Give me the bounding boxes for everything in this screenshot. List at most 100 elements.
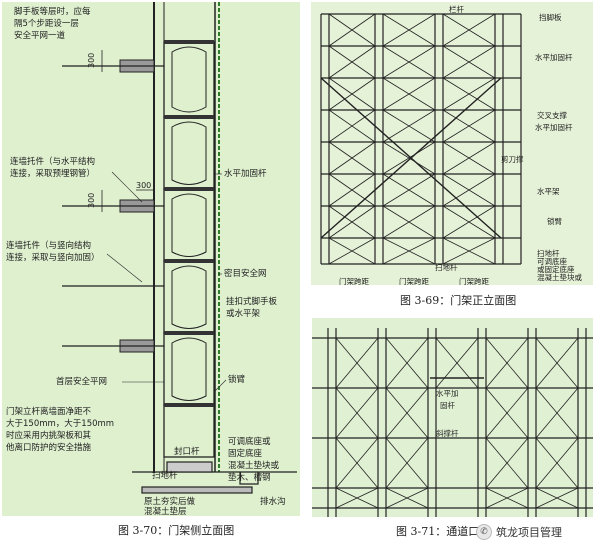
scaffold-member [335, 437, 379, 489]
figure-caption-3-70: 图 3-70：门架侧立面图 [118, 524, 235, 537]
first-net-label: 首层安全平网 [56, 376, 107, 387]
front-elevation-figure: 栏杆 挡脚板 水平加固杆 交叉支撑 水平加固杆 剪刀撑 水平架 锁臂 扫地杆 可… [311, 2, 593, 286]
scaffold-member [382, 109, 436, 143]
scaffold-member [328, 141, 376, 175]
scaffold-member [442, 13, 496, 47]
scaffold-member [442, 109, 496, 143]
scaffold-member [382, 13, 436, 47]
opening-brace-label-1: 水平加 [436, 388, 459, 398]
concrete-base-label-2: 垫木、槽钢 [228, 472, 271, 483]
scaffold-member [328, 13, 376, 47]
scaffold-member [535, 337, 579, 389]
scaffold-board-label-2: 或水平架 [226, 308, 261, 319]
wall-tie-note-4: 连接，采取与竖向加固） [6, 252, 100, 263]
scaffold-member [535, 487, 579, 509]
scaffold-member [485, 387, 529, 439]
scaffold-member [435, 337, 479, 389]
ground-bar-label: 扫地杆 [152, 470, 178, 481]
scaffold-member [442, 77, 496, 111]
adjust-base-label-2: 固定底座 [228, 448, 263, 459]
span-label-3: 门架跨距 [459, 277, 489, 285]
scaffold-member [385, 437, 429, 489]
dimension-label: 300 [87, 193, 96, 208]
scaffold-board-label-1: 挂扣式脚手板 [226, 296, 278, 307]
drain-label: 排水沟 [260, 496, 286, 507]
span-label-2: 门架跨距 [399, 277, 429, 285]
dimension-label: 300 [87, 53, 96, 68]
side-elevation-drawing: 300 300 300 脚手板等层时，应每 隔5个步距设一层 安全平网一道 连墙… [6, 2, 297, 517]
scaffold-member [335, 387, 379, 439]
wall-tie-note-3: 连墙托件（与竖向结构 [6, 240, 91, 251]
scaffold-member [382, 205, 436, 239]
scaffold-member [328, 237, 376, 265]
top-rail-label: 栏杆 [449, 4, 464, 14]
sweep-label: 扫地杆 [537, 248, 560, 258]
scaffold-member [328, 109, 376, 143]
wall-tie-note-2: 连接，采取预埋钢管） [10, 168, 95, 179]
dimension-label: 300 [136, 181, 151, 190]
adjust-base-label-1: 可调底座或 [228, 436, 271, 447]
gap-note-1: 门架立杆离墙面净距不 [6, 406, 92, 417]
base-label-2: 或固定底座 [537, 264, 575, 274]
scaffold-member [485, 437, 529, 489]
concrete-base-label-1: 混凝土垫块或 [228, 460, 280, 471]
gap-note-2: 大于150mm，大于150mm [6, 418, 114, 429]
scaffold-member [382, 237, 436, 265]
scaffold-member [485, 487, 529, 509]
foundation-label-2: 混凝土垫层 [144, 506, 187, 516]
horizontal-brace-label: 水平加固杆 [224, 168, 267, 179]
side-elevation-figure: 300 300 300 脚手板等层时，应每 隔5个步距设一层 安全平网一道 连墙… [2, 2, 300, 517]
top-note-line-3: 安全平网一道 [14, 30, 66, 41]
scaffold-member [535, 387, 579, 439]
diagonal-brace-label: 斜撑杆 [436, 428, 459, 438]
gap-note-4: 他离口防护的安全措施 [6, 442, 92, 453]
front-elevation-drawing: 栏杆 挡脚板 水平加固杆 交叉支撑 水平加固杆 剪刀撑 水平架 锁臂 扫地杆 可… [320, 4, 582, 286]
toe-board-label: 挡脚板 [539, 12, 562, 22]
scaffold-member [382, 173, 436, 207]
span-label-1: 门架跨距 [339, 277, 369, 285]
base-label-3: 混凝土垫块或 [537, 272, 582, 282]
scaffold-member [485, 337, 529, 389]
scaffold-member [385, 337, 429, 389]
scaffold-member [335, 487, 379, 509]
base-label-1: 可调底座 [537, 256, 567, 266]
scaffold-member [328, 45, 376, 79]
scaffold-member [442, 141, 496, 175]
scaffold-member [442, 45, 496, 79]
scaffold-member [335, 337, 379, 389]
top-note-line-2: 隔5个步距设一层 [14, 18, 79, 29]
scaffold-member [328, 205, 376, 239]
clamp-label: 锁臂 [547, 216, 562, 226]
scaffold-member [382, 77, 436, 111]
figure-caption-3-71: 图 3-71：通道口… [396, 525, 491, 538]
ground-label: 扫地杆 [435, 262, 458, 272]
watermark: ✆ 筑龙项目管理 [476, 522, 580, 542]
horizontal-brace-label-1: 水平加固杆 [535, 52, 573, 62]
scaffold-member [442, 205, 496, 239]
horizontal-brace-label-2: 水平加固杆 [535, 122, 573, 132]
scaffold-member [442, 173, 496, 207]
cross-brace-label: 交叉支撑 [537, 110, 567, 120]
scaffold-member [382, 45, 436, 79]
scaffold-member [535, 437, 579, 489]
vertical-net-label: 密目安全网 [224, 268, 267, 279]
scaffold-member [328, 77, 376, 111]
scaffold-member [385, 387, 429, 439]
wall-tie-note-1: 连墙托件（与水平结构 [10, 156, 95, 167]
opening-brace-label-2: 固杆 [440, 400, 455, 410]
wechat-logo-icon: ✆ [476, 524, 492, 540]
scaffold-member [382, 141, 436, 175]
scaffold-member [320, 77, 502, 239]
scissor-brace-label: 剪刀撑 [501, 154, 524, 164]
scaffold-member [442, 237, 496, 265]
sweep-rod-label: 封口杆 [174, 446, 200, 457]
watermark-text: 筑龙项目管理 [496, 526, 562, 539]
scaffold-member [328, 173, 376, 207]
horizontal-frame-label: 水平架 [537, 186, 560, 196]
clamp-label: 锁臂 [228, 374, 246, 385]
passage-opening-figure: 水平加 固杆 斜撑杆 [312, 318, 593, 517]
top-note-line-1: 脚手板等层时，应每 [14, 6, 91, 17]
scaffold-member [385, 487, 429, 509]
passage-opening-drawing: 水平加 固杆 斜撑杆 [312, 328, 593, 517]
gap-note-3: 时应采用内挑架板和其 [6, 430, 92, 441]
